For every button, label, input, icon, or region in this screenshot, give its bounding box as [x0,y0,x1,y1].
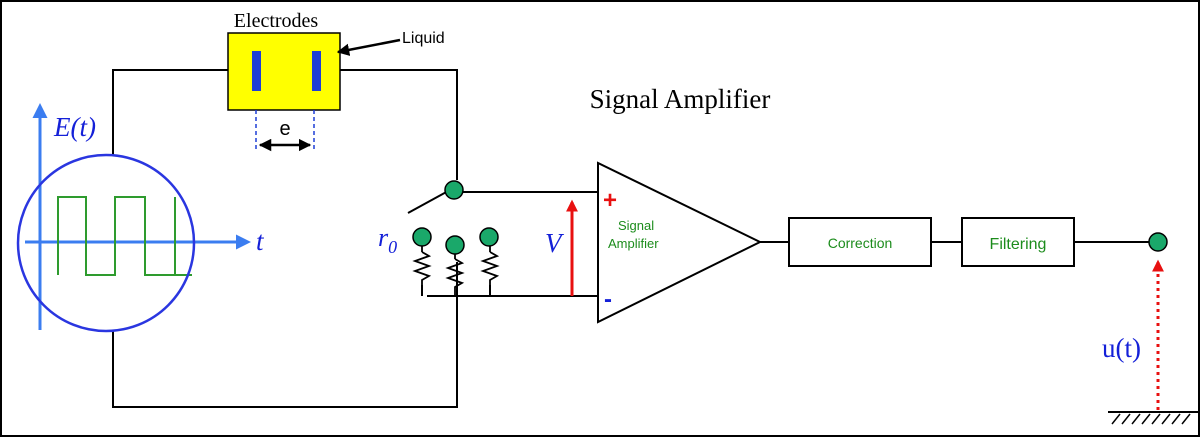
diagram-title: Signal Amplifier [590,84,771,114]
resistor-3 [480,251,500,285]
right-electrode-plate [312,51,321,91]
resistor-label: r0 [378,223,397,257]
liquid-pointer-arrow [336,38,401,56]
amplifier-label-line2: Amplifier [608,236,659,251]
gap-dimension [255,110,315,152]
output-terminal [1148,232,1168,252]
amplifier-triangle [597,161,763,324]
source-plot [16,103,251,333]
resistor-1 [412,251,432,285]
resistor-terminal-3 [479,227,499,247]
source-label: E(t) [53,112,96,142]
ground-symbol [1108,411,1198,425]
electrode-cell [227,32,341,111]
plus-sign: + [603,187,617,214]
resistor-terminal-1 [412,227,432,247]
square-waveform [57,196,176,276]
filtering-block [961,217,1075,267]
left-electrode-plate [252,51,261,91]
filtering-label: Filtering [990,236,1047,253]
source-circle [16,153,196,333]
resistor-2 [445,258,465,296]
time-axis-label: t [256,226,265,256]
liquid-container [227,32,341,111]
gap-label: e [279,118,290,140]
switch-common-terminal [444,180,464,200]
amplifier-label-line1: Signal [618,218,654,233]
correction-block [788,217,932,267]
output-label: u(t) [1102,333,1141,363]
voltage-label: V [545,228,565,258]
liquid-label: Liquid [402,30,445,47]
minus-sign: - [604,286,612,313]
electrodes-label: Electrodes [234,10,319,32]
resistor-terminal-2 [445,235,465,255]
correction-label: Correction [828,235,893,251]
